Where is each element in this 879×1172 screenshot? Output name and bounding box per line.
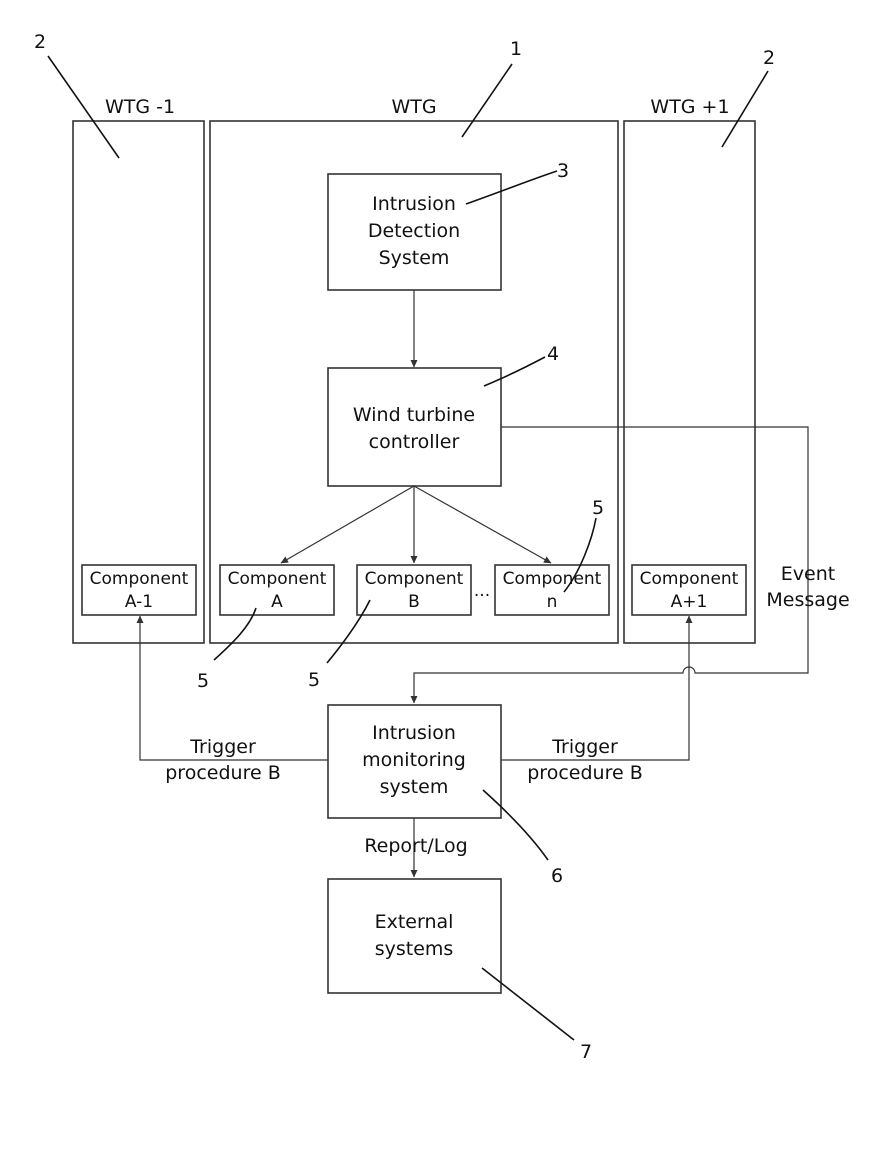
wtg-title: WTG bbox=[391, 96, 436, 118]
ims-label-line-3: system bbox=[380, 776, 449, 798]
trigger-left-label-line-2: procedure B bbox=[165, 762, 280, 784]
component-b-line-2: B bbox=[408, 592, 420, 612]
external-label-line-2: systems bbox=[375, 938, 454, 960]
external-label-line-1: External bbox=[375, 911, 454, 933]
ref-2-left: 2 bbox=[34, 31, 46, 53]
event-message-label-line-1: Event bbox=[781, 563, 835, 585]
ref-5-n: 5 bbox=[592, 497, 604, 519]
ref-7: 7 bbox=[580, 1041, 592, 1063]
ref-1: 1 bbox=[510, 38, 522, 60]
wtg-plus-1-title: WTG +1 bbox=[650, 96, 729, 118]
wind-turbine-controller-box bbox=[328, 368, 501, 486]
trigger-right-label-line-2: procedure B bbox=[527, 762, 642, 784]
ref-5-a: 5 bbox=[197, 670, 209, 692]
component-n-line-1: Component bbox=[503, 569, 602, 589]
ids-label-line-3: System bbox=[379, 247, 450, 269]
ims-label-line-1: Intrusion bbox=[372, 722, 456, 744]
controller-to-component-n-arrow bbox=[414, 486, 551, 563]
component-a-minus-1-line-1: Component bbox=[90, 569, 189, 589]
ref-5-b: 5 bbox=[308, 669, 320, 691]
controller-label-line-2: controller bbox=[369, 431, 460, 453]
ref-6: 6 bbox=[551, 865, 563, 887]
component-a-plus-1-line-2: A+1 bbox=[671, 592, 708, 612]
component-a-minus-1-line-2: A-1 bbox=[125, 592, 153, 612]
external-systems-box bbox=[328, 879, 501, 993]
component-n-line-2: n bbox=[547, 592, 558, 612]
event-message-label-line-2: Message bbox=[766, 589, 849, 611]
controller-label-line-1: Wind turbine bbox=[353, 404, 475, 426]
component-a-line-2: A bbox=[271, 592, 283, 612]
component-a-line-1: Component bbox=[228, 569, 327, 589]
ref-3: 3 bbox=[557, 160, 569, 182]
ref-7-leader bbox=[482, 968, 574, 1040]
trigger-right-label-line-1: Trigger bbox=[551, 736, 618, 758]
wtg-minus-1-title: WTG -1 bbox=[105, 96, 175, 118]
ref-1-leader bbox=[462, 64, 512, 137]
component-a-plus-1-line-1: Component bbox=[640, 569, 739, 589]
trigger-left-label-line-1: Trigger bbox=[189, 736, 256, 758]
component-b-line-1: Component bbox=[365, 569, 464, 589]
components-ellipsis: ... bbox=[474, 581, 490, 601]
ids-label-line-1: Intrusion bbox=[372, 193, 456, 215]
ref-2-right: 2 bbox=[763, 47, 775, 69]
controller-to-component-a-arrow bbox=[281, 486, 414, 563]
ids-label-line-2: Detection bbox=[368, 220, 460, 242]
report-log-label: Report/Log bbox=[364, 835, 467, 857]
ims-label-line-2: monitoring bbox=[362, 749, 466, 771]
ref-4: 4 bbox=[547, 343, 559, 365]
